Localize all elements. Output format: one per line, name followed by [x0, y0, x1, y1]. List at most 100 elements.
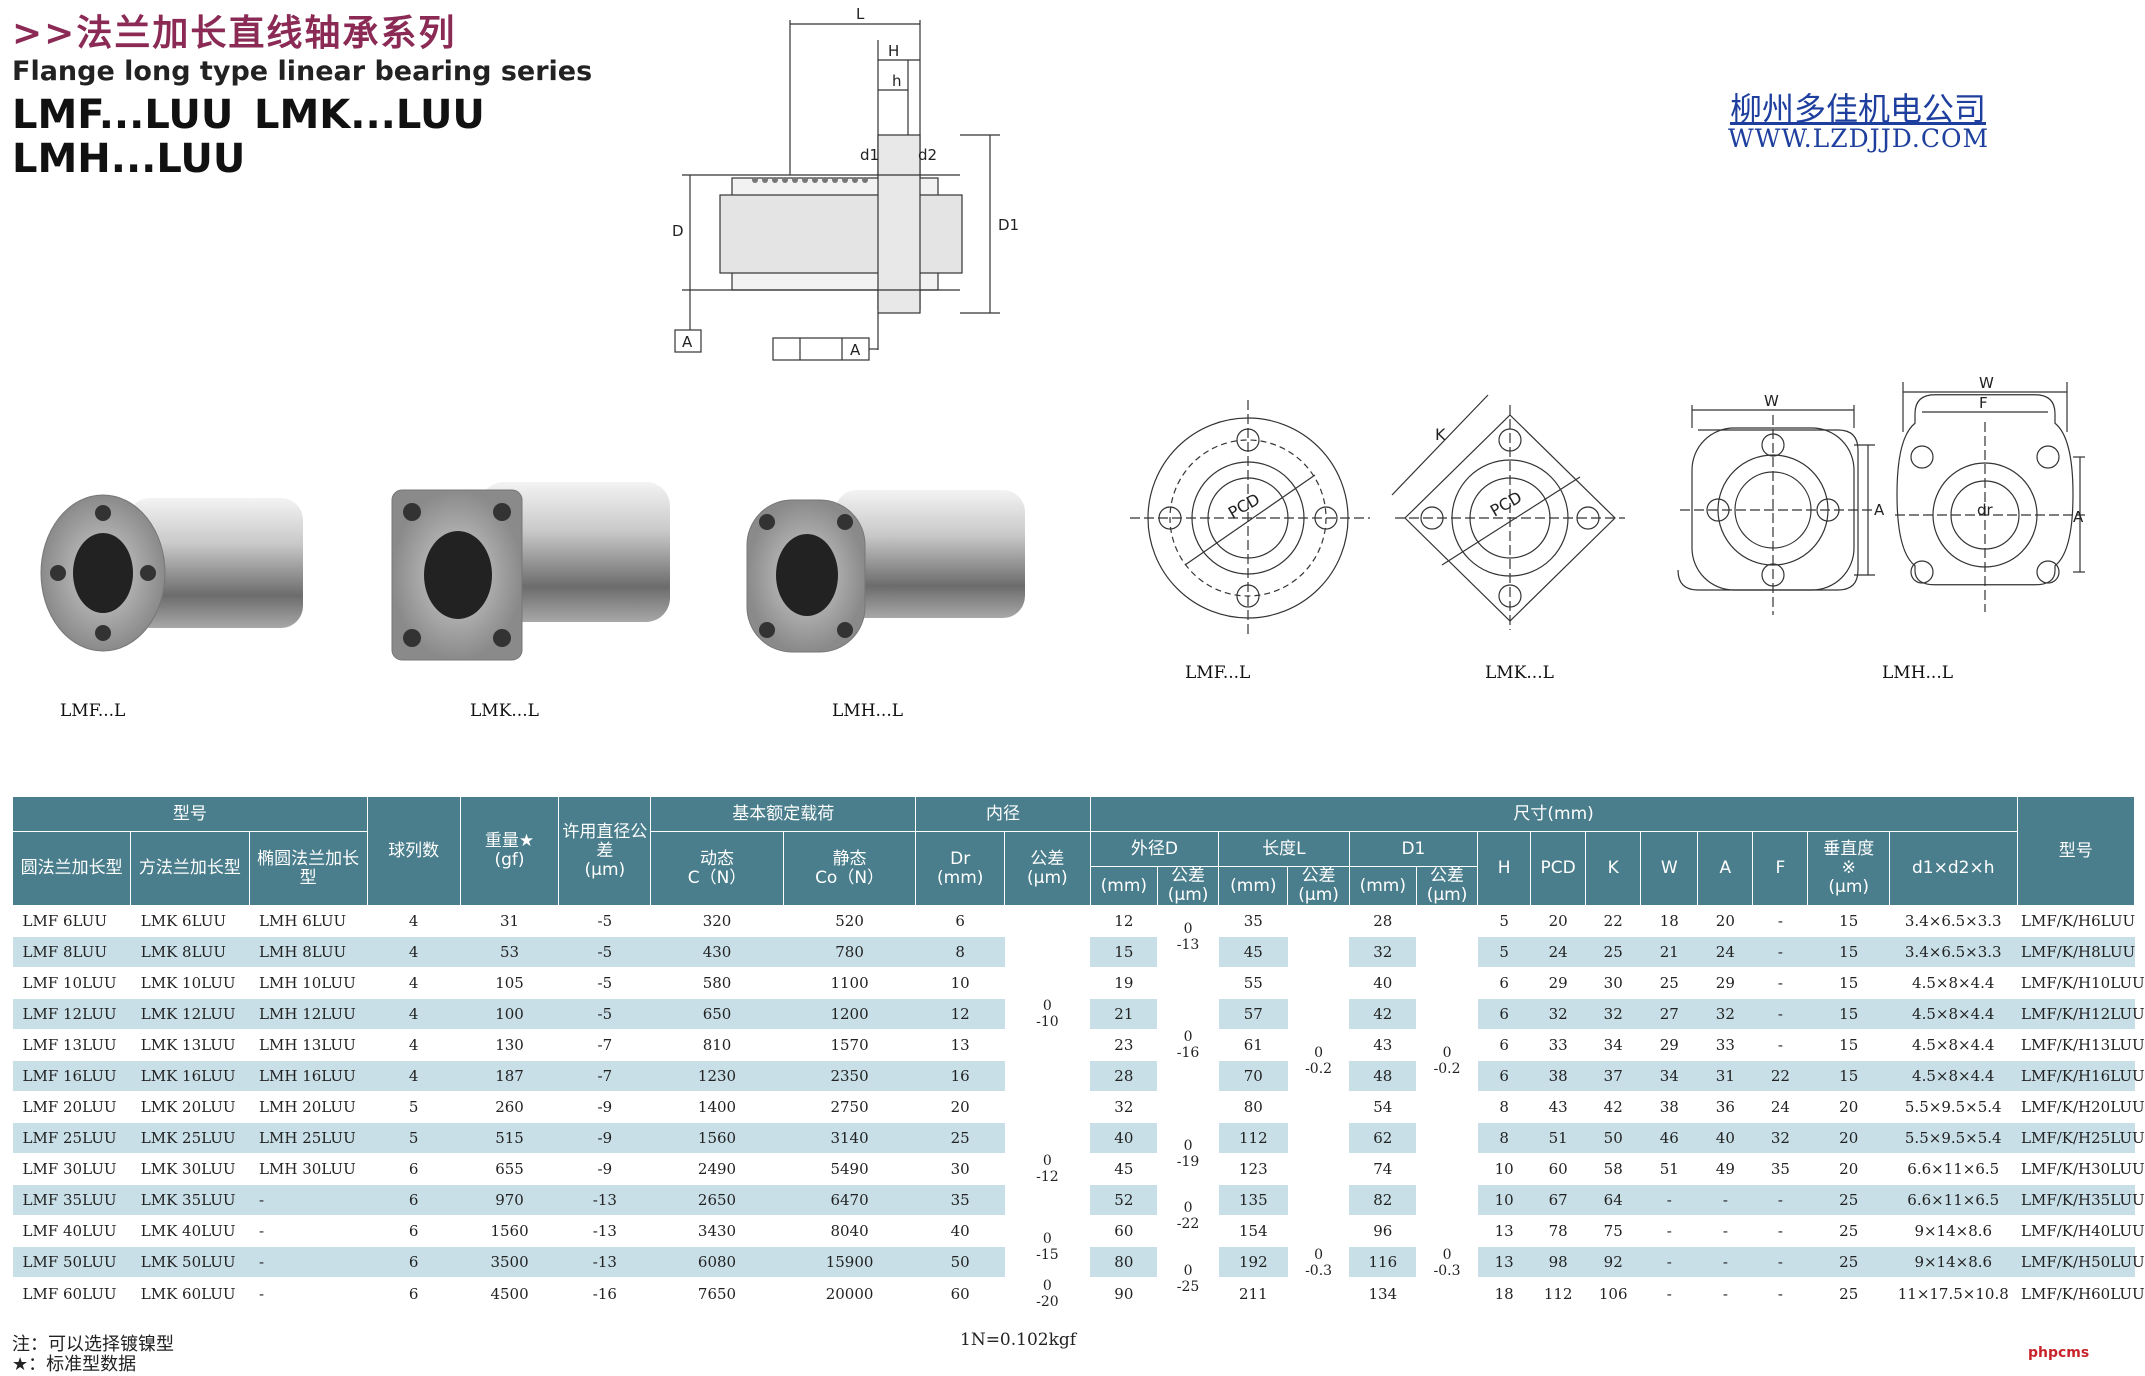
drawing-caption-lmh: LMH...L	[1882, 663, 1954, 683]
cell-dr-tolerance: 0-20	[1004, 1277, 1091, 1311]
th-f: F	[1752, 831, 1809, 906]
cell-outer-d: 28	[1090, 1060, 1158, 1092]
series-label-lmk: LMK...LUU	[254, 92, 485, 138]
cell-a: 49	[1697, 1153, 1753, 1185]
th-dr: Dr(mm)	[915, 831, 1006, 906]
cell-f: -	[1752, 936, 1808, 968]
cell-bolt: 4.5×8×4.4	[1889, 998, 2018, 1030]
cell-balls: 4	[367, 1060, 461, 1092]
cell-model: LMF/K/H13LUU	[2017, 1029, 2145, 1061]
cell-outer-d: 45	[1090, 1153, 1158, 1185]
cell-w: -	[1640, 1215, 1698, 1247]
cell-perpendicularity: 20	[1807, 1153, 1890, 1185]
cell-lmh: -	[249, 1184, 368, 1216]
cell-a: 32	[1697, 998, 1753, 1030]
weight-star-mark: ★	[518, 831, 535, 851]
dim-label-h-small: h	[892, 72, 902, 90]
cell-d1-tolerance: 0-0.2	[1416, 905, 1478, 1216]
dim-label-d1: d1	[860, 146, 879, 164]
cell-f: -	[1752, 1215, 1808, 1247]
cell-h: 6	[1477, 1029, 1531, 1061]
th-length: 长度L	[1218, 831, 1350, 867]
cell-w: -	[1640, 1184, 1698, 1216]
cell-static-load: 780	[783, 936, 916, 968]
note-nickel: 注：可以选择镀镍型	[12, 1334, 174, 1355]
cell-w: 18	[1640, 905, 1698, 937]
cell-lmf: LMF 30LUU	[12, 1153, 131, 1185]
cell-weight: 187	[460, 1060, 559, 1092]
cell-w: 21	[1640, 936, 1698, 968]
w-label-tab: W	[1979, 374, 1994, 392]
cell-model: LMF/K/H40LUU	[2017, 1215, 2145, 1247]
cell-length: 211	[1218, 1277, 1288, 1311]
cell-h: 5	[1477, 936, 1531, 968]
cell-f: 24	[1752, 1091, 1808, 1123]
cell-weight: 31	[460, 905, 559, 937]
cell-f: -	[1752, 905, 1808, 937]
cell-perpendicularity: 15	[1807, 936, 1890, 968]
cell-lmh: LMH 10LUU	[249, 967, 368, 999]
cell-w: 46	[1640, 1122, 1698, 1154]
cell-balls: 4	[367, 936, 461, 968]
cell-dr: 40	[915, 1215, 1005, 1247]
cell-w: 27	[1640, 998, 1698, 1030]
tolerance-datum-label: A	[850, 341, 861, 359]
th-inner: 内径	[915, 796, 1091, 832]
cell-dynamic-load: 1560	[650, 1122, 784, 1154]
cell-lmk: LMK 13LUU	[130, 1029, 250, 1061]
cell-pcd: 43	[1530, 1091, 1586, 1123]
cell-static-load: 2750	[783, 1091, 916, 1123]
cell-lmh: LMH 8LUU	[249, 936, 368, 968]
watermark: phpcms	[2028, 1345, 2090, 1361]
cell-balls: 4	[367, 998, 461, 1030]
cell-dr: 20	[915, 1091, 1005, 1123]
k-label: K	[1435, 425, 1446, 444]
cell-balls: 6	[367, 1153, 461, 1185]
cell-lmf: LMF 6LUU	[12, 905, 131, 937]
cell-dynamic-load: 6080	[650, 1246, 784, 1278]
cell-a: 31	[1697, 1060, 1753, 1092]
cell-k: 32	[1585, 998, 1641, 1030]
company-name-link[interactable]: 柳州多佳机电公司	[1730, 90, 1987, 128]
cell-perpendicularity: 20	[1807, 1091, 1890, 1123]
photo-lmk	[391, 482, 670, 661]
cell-lmk: LMK 16LUU	[130, 1060, 250, 1092]
cell-d1: 28	[1349, 905, 1417, 937]
page-title-cn: >>法兰加长直线轴承系列	[12, 13, 457, 54]
cell-weight: 100	[460, 998, 559, 1030]
cell-lmh: LMH 30LUU	[249, 1153, 368, 1185]
cell-lmh: LMH 16LUU	[249, 1060, 368, 1092]
cell-model: LMF/K/H50LUU	[2017, 1246, 2145, 1278]
cell-weight: 53	[460, 936, 559, 968]
cell-lmf: LMF 20LUU	[12, 1091, 131, 1123]
dim-label-d2: d2	[918, 146, 937, 164]
cell-k: 25	[1585, 936, 1641, 968]
cell-bolt: 5.5×9.5×5.4	[1889, 1091, 2018, 1123]
th-tolerance: 许用直径公差(μm)	[558, 796, 652, 906]
cell-lmf: LMF 25LUU	[12, 1122, 131, 1154]
cell-bolt: 6.6×11×6.5	[1889, 1153, 2018, 1185]
cell-pcd: 24	[1530, 936, 1586, 968]
cell-k: 50	[1585, 1122, 1641, 1154]
cell-outer-d: 23	[1090, 1029, 1158, 1061]
cell-perpendicularity: 15	[1807, 967, 1890, 999]
cell-tolerance: -16	[558, 1277, 651, 1311]
th-dims: 尺寸(mm)	[1089, 796, 2018, 832]
cell-weight: 105	[460, 967, 559, 999]
cell-tolerance: -7	[558, 1060, 651, 1092]
cell-dynamic-load: 7650	[650, 1277, 784, 1311]
cell-pcd: 38	[1530, 1060, 1586, 1092]
page-title-en: Flange long type linear bearing series	[12, 56, 593, 87]
th-d1: D1	[1348, 831, 1479, 867]
cell-lmk: LMK 10LUU	[130, 967, 250, 999]
dim-label-l: L	[856, 5, 865, 23]
cell-tolerance: -5	[558, 936, 651, 968]
cell-static-load: 5490	[783, 1153, 916, 1185]
company-url-link[interactable]: WWW.LZDJJD.COM	[1728, 124, 1990, 153]
cell-f: 35	[1752, 1153, 1808, 1185]
